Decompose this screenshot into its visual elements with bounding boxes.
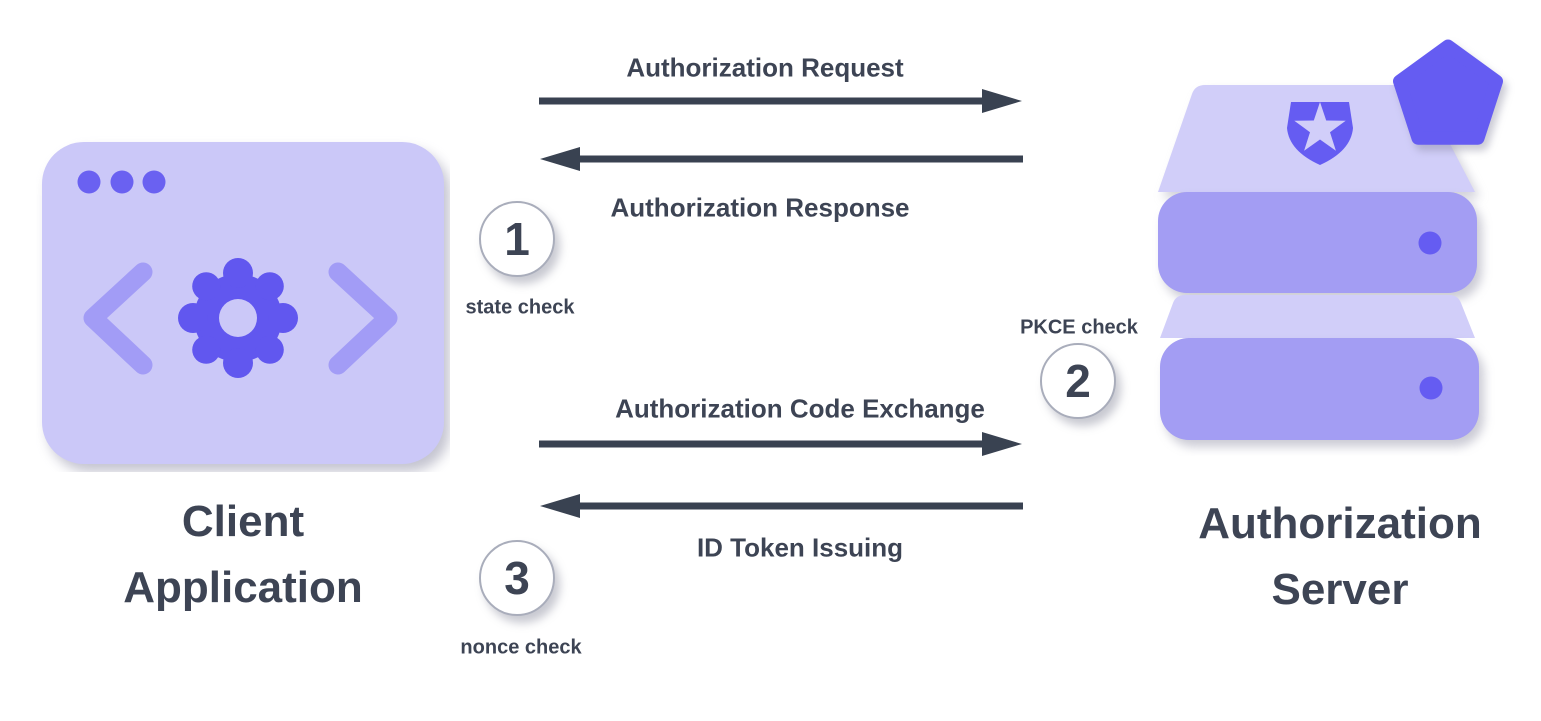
- server-led-1-icon: [1418, 231, 1442, 255]
- step-circle-2: 2: [1040, 343, 1116, 419]
- step-label-pkce-check: PKCE check: [1020, 316, 1138, 339]
- authorization-server-icon: [1158, 39, 1503, 440]
- server-led-2-icon: [1419, 376, 1443, 400]
- step-circle-3: 3: [479, 540, 555, 616]
- message-label-id-token-issuing: ID Token Issuing: [696, 532, 904, 563]
- step-label-state-check: state check: [465, 296, 575, 319]
- code-bracket-right-icon: [328, 262, 398, 375]
- message-label-authorization-response: Authorization Response: [610, 192, 910, 223]
- client-entity-label: Client Application: [123, 497, 363, 612]
- step-label-nonce-check: nonce check: [460, 636, 582, 659]
- message-label-authorization-request: Authorization Request: [626, 52, 904, 83]
- client-application-icon: [42, 142, 444, 464]
- arrow-authorization-code-exchange: [539, 432, 1022, 456]
- server-entity-label: Authorization Server: [1198, 499, 1482, 614]
- message-label-authorization-code-exchange: Authorization Code Exchange: [615, 393, 985, 424]
- step-number-2: 2: [1065, 355, 1091, 407]
- arrow-authorization-request: [539, 89, 1022, 113]
- arrow-authorization-response: [540, 147, 1023, 171]
- step-number-1: 1: [504, 213, 530, 265]
- step-circle-1: 1: [479, 201, 555, 277]
- code-bracket-left-icon: [83, 262, 153, 375]
- pentagon-badge-icon: [1393, 39, 1503, 145]
- window-dots-icon: [77, 170, 166, 194]
- gear-icon: [178, 258, 298, 378]
- shield-star-icon: [1287, 102, 1353, 165]
- step-number-3: 3: [504, 552, 530, 604]
- arrow-id-token-issuing: [540, 494, 1023, 518]
